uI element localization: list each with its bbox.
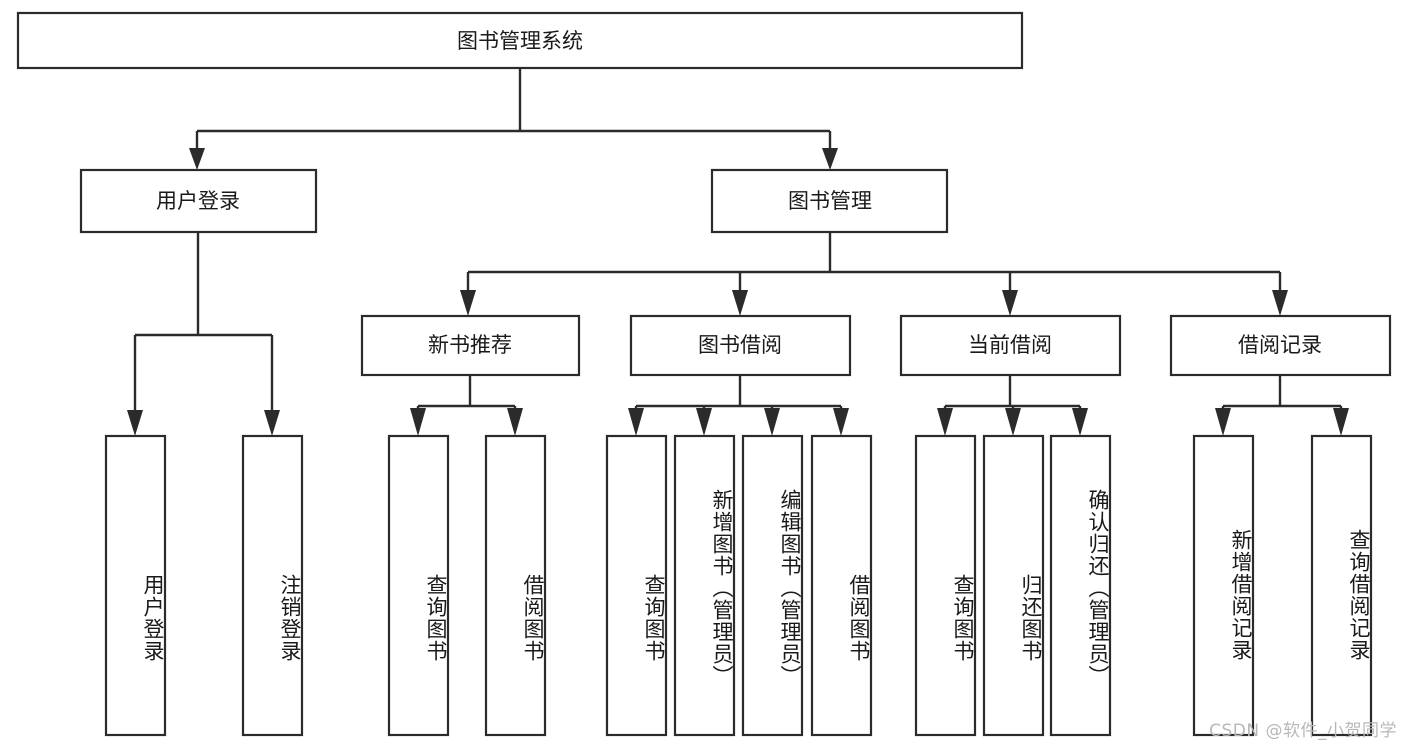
csdn-watermark: CSDN @软件_小贺同学 xyxy=(1209,721,1397,741)
leaf-borrow-book-2-box[interactable] xyxy=(810,434,873,737)
node-new-book-rec[interactable]: 新书推荐 xyxy=(360,314,581,377)
node-book-borrow-label: 图书借阅 xyxy=(698,333,782,357)
leaf-query-book-3-box[interactable] xyxy=(914,434,977,737)
node-book-manage[interactable]: 图书管理 xyxy=(710,168,949,234)
node-user-login-box[interactable] xyxy=(79,168,318,234)
node-book-manage-box[interactable] xyxy=(710,168,949,234)
node-current-borrow[interactable]: 当前借阅 xyxy=(899,314,1122,377)
leaf-confirm-return-box[interactable] xyxy=(1049,434,1112,737)
leaf-edit-book-box[interactable] xyxy=(741,434,804,737)
node-current-borrow-box[interactable] xyxy=(899,314,1122,377)
node-user-login-label: 用户登录 xyxy=(156,189,240,213)
arrow-head-leaf-query-record xyxy=(1333,408,1349,436)
arrow-head-leaf-add-book xyxy=(696,408,712,436)
arrow-head-leaf-logout xyxy=(264,410,280,436)
arrow-head-leaf-query-book-1 xyxy=(410,408,426,436)
arrow-head-leaf-query-book-2 xyxy=(628,408,644,436)
node-borrow-record-label: 借阅记录 xyxy=(1238,333,1322,357)
node-borrow-record[interactable]: 借阅记录 xyxy=(1169,314,1392,377)
arrow-head-book-manage xyxy=(822,148,838,170)
arrow-head-leaf-return-book xyxy=(1005,408,1021,436)
leaf-return-book-box[interactable] xyxy=(982,434,1045,737)
arrow-head-leaf-user-login xyxy=(127,410,143,436)
arrow-head-borrow-record xyxy=(1272,290,1288,316)
arrow-head-user-login xyxy=(189,148,205,170)
arrow-head-book-borrow xyxy=(732,290,748,316)
arrow-head-leaf-query-book-3 xyxy=(937,408,953,436)
leaf-user-login-box[interactable] xyxy=(104,434,167,737)
node-borrow-record-box[interactable] xyxy=(1169,314,1392,377)
leaf-logout-box[interactable] xyxy=(241,434,304,737)
node-root[interactable]: 图书管理系统 xyxy=(16,11,1024,70)
leaf-add-book-box[interactable] xyxy=(673,434,736,737)
arrow-head-leaf-confirm-return xyxy=(1072,408,1088,436)
node-book-manage-label: 图书管理 xyxy=(788,189,872,213)
arrow-head-leaf-borrow-book-2 xyxy=(833,408,849,436)
arrow-head-leaf-add-record xyxy=(1215,408,1231,436)
leaf-query-record-box[interactable] xyxy=(1310,434,1373,737)
arrow-head-current-borrow xyxy=(1002,290,1018,316)
arrow-head-new-book-rec xyxy=(460,290,476,316)
leaf-borrow-book-1-box[interactable] xyxy=(484,434,547,737)
arrow-head-leaf-edit-book xyxy=(764,408,780,436)
leaf-add-record-box[interactable] xyxy=(1192,434,1255,737)
node-book-borrow[interactable]: 图书借阅 xyxy=(629,314,852,377)
node-root-box[interactable] xyxy=(16,11,1024,70)
node-root-label: 图书管理系统 xyxy=(457,29,583,53)
node-new-book-rec-box[interactable] xyxy=(360,314,581,377)
leaf-query-book-2-box[interactable] xyxy=(605,434,668,737)
leaf-query-book-1-box[interactable] xyxy=(387,434,450,737)
connector-group xyxy=(127,68,1349,436)
node-book-borrow-box[interactable] xyxy=(629,314,852,377)
node-current-borrow-label: 当前借阅 xyxy=(968,333,1052,357)
leaf-box-group xyxy=(104,434,1373,737)
node-user-login[interactable]: 用户登录 xyxy=(79,168,318,234)
arrow-head-leaf-borrow-book-1 xyxy=(507,408,523,436)
node-new-book-rec-label: 新书推荐 xyxy=(428,333,512,357)
